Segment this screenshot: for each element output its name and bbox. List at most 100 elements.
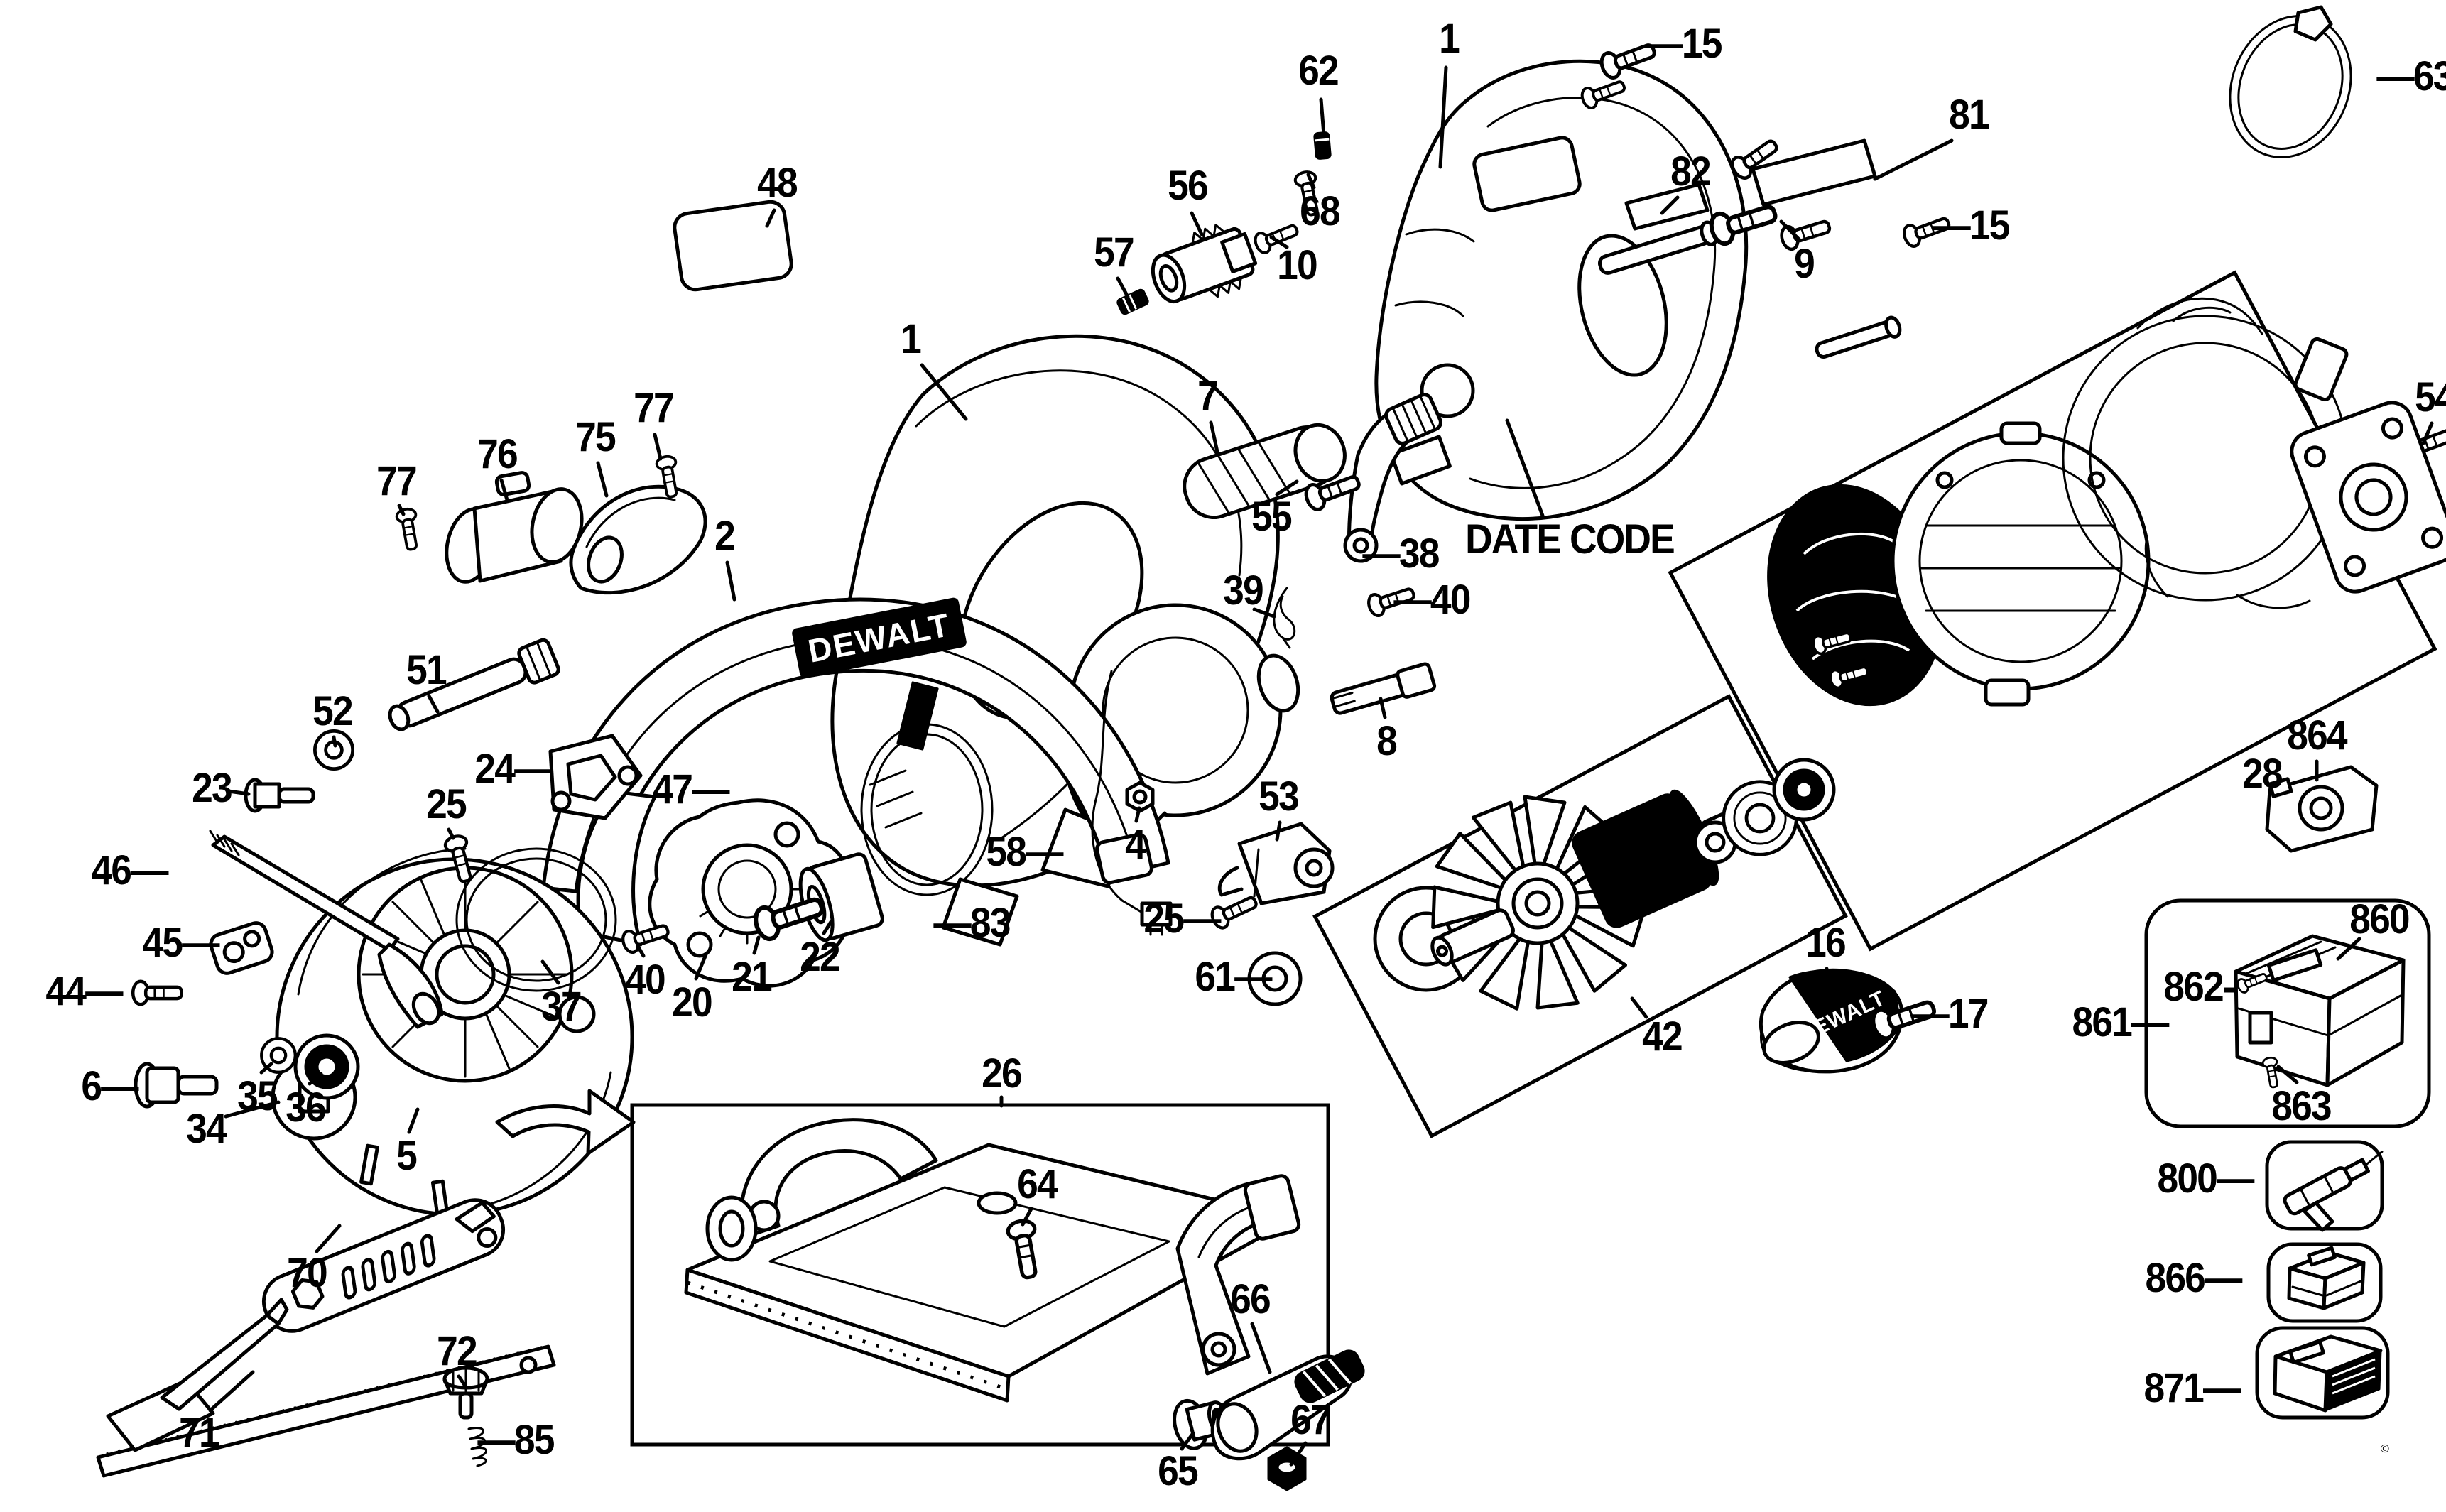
part-label-44: 44— <box>45 968 123 1014</box>
part-label-22: 22 <box>800 934 840 980</box>
leader-line <box>725 560 736 602</box>
leader-line <box>1180 1431 1195 1451</box>
leader-line <box>259 1062 273 1075</box>
part-label-6: 6— <box>81 1063 138 1109</box>
leader-line <box>2336 937 2361 961</box>
bolt-23 <box>244 778 315 813</box>
part-label-66: 66 <box>1230 1276 1271 1322</box>
part-label-83: —83 <box>933 900 1011 946</box>
part-label-21: 21 <box>732 954 772 1000</box>
oring-47 <box>860 723 994 896</box>
knob-72 <box>442 1366 489 1420</box>
lock-lever-38 <box>1343 393 1442 563</box>
leader-line <box>332 735 337 748</box>
part-label-866: 866— <box>2145 1255 2242 1301</box>
part-label-85: —85 <box>477 1417 555 1463</box>
part-label-36: 36 <box>286 1084 326 1131</box>
leader-line <box>1306 173 1316 190</box>
leader-line <box>208 1370 255 1413</box>
flange-spokes <box>357 866 596 1083</box>
leader-line <box>1275 820 1282 842</box>
part-label-53: 53 <box>1259 773 1299 820</box>
part-label-70: 70 <box>287 1250 327 1296</box>
leader-line <box>1250 1322 1272 1374</box>
part-label-82: 82 <box>1670 148 1711 195</box>
leader-line <box>1873 138 1954 181</box>
motor-can <box>1891 421 2151 707</box>
leader-line <box>2421 421 2434 445</box>
part-label-37: 37 <box>541 984 582 1030</box>
spindle-8 <box>1330 662 1437 715</box>
part-label-71: 71 <box>179 1410 219 1456</box>
leader-line <box>224 1100 281 1119</box>
part-label-25: 25 <box>426 781 467 827</box>
leader-line <box>822 920 833 935</box>
leader-line <box>1116 276 1130 299</box>
part-label-26: 26 <box>982 1050 1022 1097</box>
leader-line <box>1319 97 1326 137</box>
leader-line <box>315 1224 342 1253</box>
part-label-2: 2 <box>714 513 736 559</box>
spring-85 <box>467 1427 487 1467</box>
part-label-1: 1 <box>901 316 922 362</box>
switch-53 <box>1217 822 1335 905</box>
leader-line <box>1779 219 1802 242</box>
end-cap-16: DEWALT <box>1759 968 1904 1074</box>
part-label-34: 34 <box>186 1106 227 1152</box>
bevel-lever-7 <box>1183 423 1347 520</box>
part-label-61: 61— <box>1195 954 1272 1000</box>
dust-chute-76 <box>445 471 584 584</box>
part-label-75: 75 <box>575 414 616 460</box>
accessory-box-866 <box>2266 1242 2383 1323</box>
rear-housing <box>1374 59 1749 521</box>
part-label-864: 864 <box>2287 712 2347 758</box>
leader-line <box>1209 420 1219 454</box>
part-label-54: 54 <box>2415 374 2446 420</box>
part-label-10: 10 <box>1277 242 1317 288</box>
leader-line <box>1275 479 1299 496</box>
part-label-5: 5 <box>396 1133 418 1179</box>
washer-61 <box>1247 951 1303 1006</box>
oring-37 <box>455 847 617 992</box>
leader-line <box>596 461 609 498</box>
part-label-46: 46— <box>91 847 168 893</box>
baseplate-box <box>630 1103 1330 1447</box>
part-label-8: 8 <box>1376 718 1398 764</box>
upper-blade-guard: DEWALT <box>541 597 1170 947</box>
part-label-800: 800— <box>2157 1155 2254 1202</box>
blade-wrench-70 <box>261 1198 506 1333</box>
wire-58 <box>1091 670 1173 936</box>
battery-866 <box>2287 1246 2366 1310</box>
leader-line <box>1438 65 1448 169</box>
bevel-lock-lever-66 <box>1210 1349 1365 1461</box>
setscrew-57 <box>1116 288 1149 315</box>
part-label-42: 42 <box>1642 1013 1683 1060</box>
part-label-28: 28 <box>2242 751 2283 797</box>
leader-line <box>765 208 776 228</box>
tstak-case-860 <box>2234 934 2406 1087</box>
leader-line <box>636 944 646 958</box>
part-label-datecode: DATE CODE <box>1465 516 1675 562</box>
pin-51 <box>388 638 560 731</box>
part-label-9: 9 <box>1794 241 1815 287</box>
part-label-68: 68 <box>1300 188 1340 234</box>
bolt-6 <box>134 1062 219 1109</box>
part-label-1: 1 <box>1439 16 1460 62</box>
kit-box-861 <box>2144 898 2431 1128</box>
blade-ring-63 <box>2229 5 2352 158</box>
part-label-56: 56 <box>1168 163 1208 209</box>
part-label-861: 861— <box>2072 999 2169 1045</box>
part-label-81: 81 <box>1949 92 1989 138</box>
dust-cover-75 <box>569 484 707 595</box>
leader-line <box>1505 418 1545 518</box>
guard-riser <box>705 1118 938 1262</box>
spring-39 <box>1273 587 1296 649</box>
part-label-67: 67 <box>1290 1397 1331 1443</box>
pinion-56 <box>1151 224 1258 304</box>
part-label-20: 20 <box>672 979 712 1026</box>
pin-9a <box>1597 220 1719 275</box>
base-plate <box>684 1118 1301 1403</box>
lower-blade-guard <box>275 847 636 1222</box>
